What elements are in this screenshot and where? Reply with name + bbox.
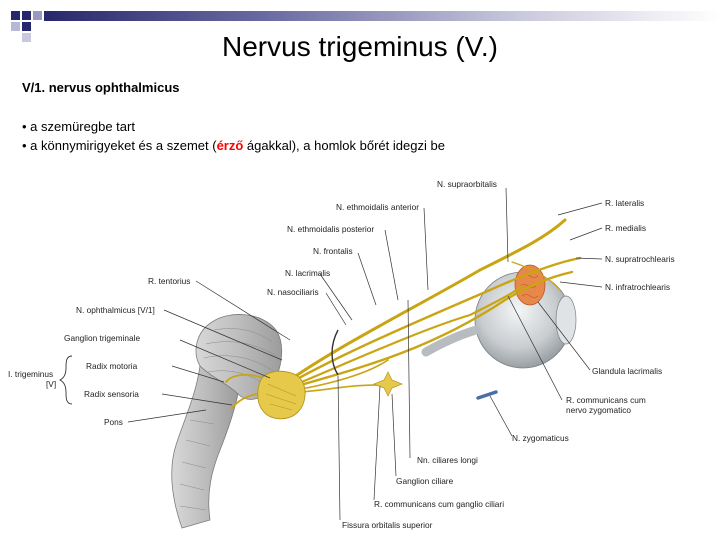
section-subheading: V/1. nervus ophthalmicus <box>22 80 180 95</box>
label-communicans-zygomatico-1: R. communicans cum <box>566 395 646 405</box>
label-pons: Pons <box>104 417 123 427</box>
label-supratrochlearis: N. supratrochlearis <box>605 254 675 264</box>
label-lateralis: R. lateralis <box>605 198 644 208</box>
optic-nerve-rod <box>476 390 498 400</box>
label-ganglion-trigeminale: Ganglion trigeminale <box>64 333 140 343</box>
deco-square <box>22 22 31 31</box>
deco-square <box>33 11 42 20</box>
bullet-2-text-start: • a könnymirigyeket és a szemet ( <box>22 138 217 153</box>
label-ciliares-longi: Nn. ciliares longi <box>417 455 478 465</box>
brainstem-medulla <box>171 365 239 529</box>
cornea <box>555 295 577 345</box>
label-nasociliaris: N. nasociliaris <box>267 287 319 297</box>
bullet-2-highlight: érző <box>216 138 244 153</box>
bullet-2: • a könnymirigyeket és a szemet (érző ág… <box>22 138 445 153</box>
label-trigeminus: I. trigeminus <box>8 369 53 379</box>
label-communicans-zygomatico-2: nervo zygomatico <box>566 405 631 415</box>
ganglion-trigeminale-texture <box>265 383 297 411</box>
deco-square <box>22 11 31 20</box>
bullet-1: • a szemüregbe tart <box>22 119 135 134</box>
trigeminus-brace <box>58 355 73 405</box>
label-medialis: R. medialis <box>605 223 646 233</box>
label-trigeminus-v: [V] <box>46 379 56 389</box>
deco-square <box>22 33 31 42</box>
label-zygomaticus: N. zygomaticus <box>512 433 569 443</box>
top-gradient-bar <box>44 11 720 21</box>
optic-nerve <box>421 325 481 357</box>
diagram-labels: N. supraorbitalis N. ethmoidalis anterio… <box>8 179 675 530</box>
label-glandula-lacrimalis: Glandula lacrimalis <box>592 366 662 376</box>
label-ganglion-ciliare: Ganglion ciliare <box>396 476 454 486</box>
deco-square <box>11 11 20 20</box>
label-lacrimalis: N. lacrimalis <box>285 268 330 278</box>
label-supraorbitalis: N. supraorbitalis <box>437 179 497 189</box>
fissura-orbitalis-bracket <box>331 329 339 376</box>
label-fissura-orbitalis: Fissura orbitalis superior <box>342 520 433 530</box>
label-radix-motoria: Radix motoria <box>86 361 138 371</box>
label-infratrochlearis: N. infratrochlearis <box>605 282 670 292</box>
label-tentorius: R. tentorius <box>148 276 190 286</box>
lacrimal-gland <box>514 264 546 306</box>
bullet-2-text-end: ágakkal), a homlok bőrét idegzi be <box>243 138 445 153</box>
label-ethmoidalis-anterior: N. ethmoidalis anterior <box>336 202 419 212</box>
leader-lines <box>127 187 603 521</box>
label-communicans-ganglio: R. communicans cum ganglio ciliari <box>374 499 504 509</box>
label-ophthalmicus: N. ophthalmicus [V/1] <box>76 305 155 315</box>
label-ethmoidalis-posterior: N. ethmoidalis posterior <box>287 224 374 234</box>
label-frontalis: N. frontalis <box>313 246 353 256</box>
ganglion-ciliare <box>373 371 403 397</box>
label-radix-sensoria: Radix sensoria <box>84 389 139 399</box>
ganglion-trigeminale <box>257 370 306 420</box>
deco-square <box>11 22 20 31</box>
page-title: Nervus trigeminus (V.) <box>222 31 498 62</box>
